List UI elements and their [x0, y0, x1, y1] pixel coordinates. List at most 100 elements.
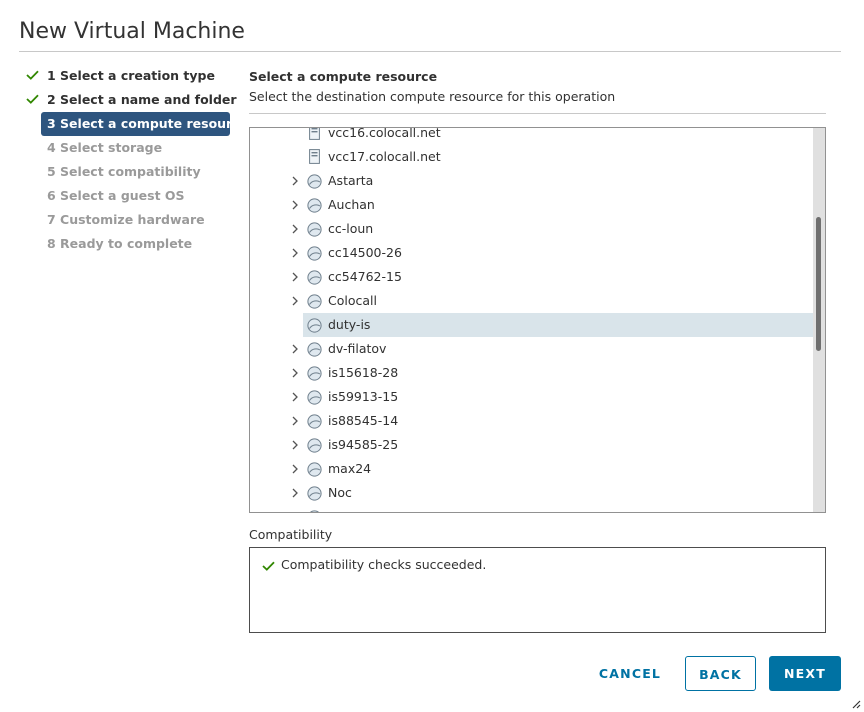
tree-row-label: is88545-14 [328, 413, 399, 428]
chevron-right-icon[interactable] [290, 248, 300, 258]
chevron-right-icon[interactable] [290, 224, 300, 234]
resource-pool-icon [307, 438, 322, 453]
chevron-right-icon[interactable] [290, 344, 300, 354]
chevron-right-icon[interactable] [290, 512, 300, 513]
resource-pool-icon [307, 486, 322, 501]
tree-row-label: is94585-25 [328, 437, 399, 452]
check-icon [26, 70, 39, 80]
resource-pool-icon [307, 246, 322, 261]
chevron-right-icon[interactable] [290, 296, 300, 306]
tree-row-label: Astarta [328, 173, 374, 188]
chevron-right-icon[interactable] [290, 488, 300, 498]
tree-row-label: Auchan [328, 197, 375, 212]
wizard-step-label: 3 Select a compute resource [47, 116, 249, 131]
title-divider [19, 51, 841, 52]
tree-row-label: is15618-28 [328, 365, 399, 380]
resize-grip-icon[interactable] [852, 700, 861, 709]
resource-pool-icon [307, 198, 322, 213]
scrollbar-thumb[interactable] [816, 217, 821, 351]
wizard-step-label: 6 Select a guest OS [47, 188, 185, 203]
section-divider [249, 113, 826, 114]
cancel-button[interactable]: CANCEL [598, 666, 662, 681]
chevron-right-icon[interactable] [290, 200, 300, 210]
wizard-step-6: 6 Select a guest OS [24, 184, 234, 208]
tree-row[interactable] [250, 505, 814, 513]
chevron-right-icon[interactable] [290, 368, 300, 378]
wizard-step-label: 4 Select storage [47, 140, 163, 155]
tree-row[interactable]: Auchan [250, 193, 814, 217]
tree-row-label: Colocall [328, 293, 377, 308]
check-icon [262, 561, 275, 571]
selection-highlight [303, 313, 814, 337]
tree-row[interactable]: duty-is [250, 313, 814, 337]
wizard-step-label: 7 Customize hardware [47, 212, 205, 227]
tree-row[interactable]: cc54762-15 [250, 265, 814, 289]
tree-row[interactable]: is15618-28 [250, 361, 814, 385]
tree-row[interactable]: dv-filatov [250, 337, 814, 361]
section-subheading: Select the destination compute resource … [249, 89, 616, 104]
tree-row-label: cc54762-15 [328, 269, 402, 284]
tree-row-label: is59913-15 [328, 389, 399, 404]
tree-row-label: vcc16.colocall.net [328, 127, 441, 140]
tree-row-label: dv-filatov [328, 341, 387, 356]
wizard-step-2[interactable]: 2 Select a name and folder [24, 88, 237, 112]
resource-pool-icon [307, 318, 322, 333]
resource-pool-icon [307, 294, 322, 309]
chevron-right-icon[interactable] [290, 440, 300, 450]
tree-scrollbar[interactable] [813, 128, 825, 512]
resource-pool-icon [307, 270, 322, 285]
resource-pool-icon [307, 174, 322, 189]
resource-pool-icon [307, 342, 322, 357]
dialog-title: New Virtual Machine [19, 19, 245, 44]
compatibility-panel: Compatibility checks succeeded. [249, 547, 826, 633]
tree-row[interactable]: cc14500-26 [250, 241, 814, 265]
tree-row[interactable]: vcc16.colocall.net [250, 127, 814, 145]
tree-row[interactable]: Colocall [250, 289, 814, 313]
back-button[interactable]: BACK [685, 656, 756, 691]
wizard-step-1[interactable]: 1 Select a creation type [24, 64, 234, 88]
tree-row-label: Noc [328, 485, 352, 500]
wizard-step-label: 8 Ready to complete [47, 236, 193, 251]
tree-row[interactable]: Noc [250, 481, 814, 505]
wizard-step-7: 7 Customize hardware [24, 208, 234, 232]
wizard-step-label: 5 Select compatibility [47, 164, 201, 179]
resource-pool-icon [307, 366, 322, 381]
tree-row-label: duty-is [328, 317, 371, 332]
tree-row[interactable]: is59913-15 [250, 385, 814, 409]
tree-row-label: cc14500-26 [328, 245, 402, 260]
tree-row[interactable]: is94585-25 [250, 433, 814, 457]
chevron-right-icon[interactable] [290, 392, 300, 402]
resource-pool-icon [310, 510, 319, 512]
resource-pool-icon [307, 462, 322, 477]
chevron-right-icon[interactable] [290, 176, 300, 186]
wizard-step-8: 8 Ready to complete [24, 232, 234, 256]
next-button[interactable]: NEXT [769, 656, 841, 691]
wizard-step-3[interactable]: 3 Select a compute resource [41, 112, 248, 136]
chevron-right-icon[interactable] [290, 416, 300, 426]
chevron-right-icon[interactable] [290, 464, 300, 474]
wizard-step-4: 4 Select storage [24, 136, 234, 160]
wizard-step-label: 2 Select a name and folder [47, 92, 237, 107]
resource-pool-icon [307, 414, 322, 429]
wizard-steps: 1 Select a creation type 2 Select a name … [24, 64, 248, 256]
host-icon [309, 128, 320, 140]
tree-row[interactable]: is88545-14 [250, 409, 814, 433]
tree-row-label: max24 [328, 461, 372, 476]
resource-pool-icon [307, 390, 322, 405]
tree-row[interactable]: cc-loun [250, 217, 814, 241]
compatibility-message: Compatibility checks succeeded. [281, 557, 487, 572]
tree-row[interactable]: max24 [250, 457, 814, 481]
tree-row-label: cc-loun [328, 221, 374, 236]
check-icon [26, 94, 39, 104]
wizard-step-label: 1 Select a creation type [47, 68, 215, 83]
tree-row-label: vcc17.colocall.net [328, 149, 441, 164]
compatibility-label: Compatibility [249, 527, 333, 542]
chevron-right-icon[interactable] [290, 272, 300, 282]
tree-row[interactable]: Astarta [250, 169, 814, 193]
resource-pool-icon [307, 222, 322, 237]
wizard-step-5: 5 Select compatibility [24, 160, 234, 184]
tree-row[interactable]: vcc17.colocall.net [250, 145, 814, 169]
section-heading: Select a compute resource [249, 69, 438, 84]
